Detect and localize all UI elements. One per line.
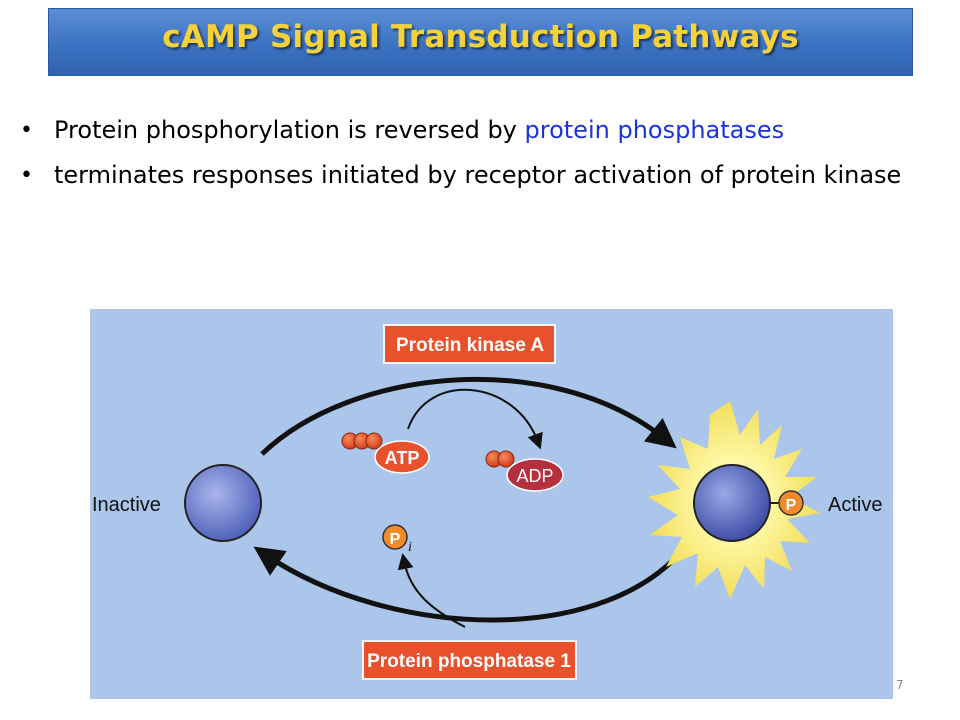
pathway-diagram: Protein kinase A Protein phosphatase 1 I… [92,324,882,680]
atp-phosphate-ball [365,432,383,450]
bullet-item: • terminates responses initiated by rece… [20,159,920,192]
inorganic-phosphate-label: P [390,531,401,548]
atp-to-adp-arrow [407,388,543,450]
bullet-icon: • [20,118,33,143]
active-protein [693,464,771,542]
phosphatase-label: Protein phosphatase 1 [367,651,571,672]
adp-badge [506,458,564,492]
inactive-protein [184,464,262,542]
reverse-arrow [253,539,693,623]
inorganic-phosphate [382,524,408,550]
bullet-highlight: protein phosphatases [524,116,785,144]
active-phosphate [778,490,804,516]
pathway-figure: Protein kinase A Protein phosphatase 1 I… [90,309,893,699]
page-number: 7 [896,678,904,692]
active-phosphate-label: P [786,497,797,514]
adp-phosphate-ball [497,450,515,468]
inorganic-phosphate-subscript: i [408,540,412,555]
kinase-label: Protein kinase A [396,335,544,356]
bullet-list: • Protein phosphorylation is reversed by… [20,114,920,204]
kinase-label-box [383,324,556,364]
atp-badge [374,440,430,474]
bullet-icon: • [20,163,33,188]
bullet-text: terminates responses initiated by recept… [54,161,902,189]
atp-label: ATP [385,448,420,468]
forward-arrow [260,376,677,456]
inactive-label: Inactive [92,494,161,516]
slide-title-bar: cAMP Signal Transduction Pathways [48,8,913,76]
phosphate-release-arrow [397,553,466,628]
phosphatase-label-box [362,640,577,680]
slide-title: cAMP Signal Transduction Pathways [162,19,799,55]
adp-label: ADP [516,466,553,486]
bullet-item: • Protein phosphorylation is reversed by… [20,114,920,147]
active-label: Active [828,494,882,516]
bullet-text: Protein phosphorylation is reversed by [54,116,525,144]
